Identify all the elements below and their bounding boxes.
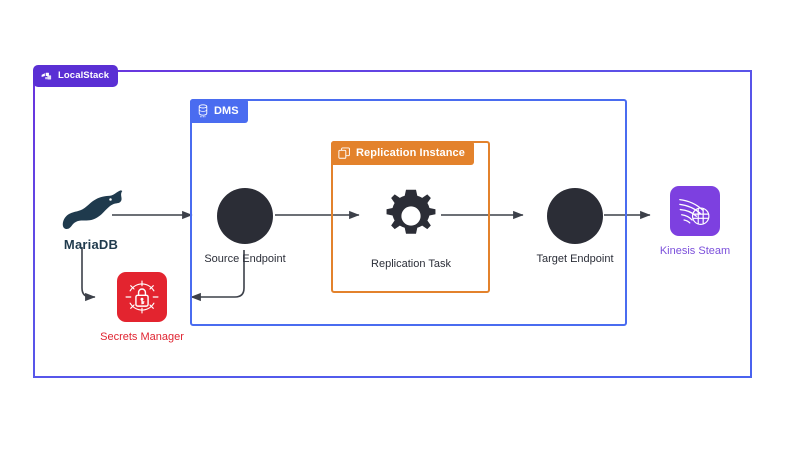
- filled-circle-icon: [547, 188, 603, 244]
- kinesis-label: Kinesis Steam: [659, 245, 731, 257]
- node-mariadb[interactable]: MariaDB: [45, 188, 137, 253]
- node-source-endpoint[interactable]: Source Endpoint: [199, 188, 291, 266]
- kinesis-data-streams-icon: [670, 186, 720, 236]
- node-replication-task[interactable]: Replication Task: [365, 188, 457, 271]
- dms-badge[interactable]: DMS: [190, 99, 248, 123]
- localstack-badge-label: LocalStack: [58, 70, 110, 82]
- node-secrets-manager[interactable]: Secrets Manager: [96, 272, 188, 344]
- filled-circle-icon: [217, 188, 273, 244]
- secrets-manager-label: Secrets Manager: [100, 331, 184, 343]
- mariadb-seal-logo-icon: [58, 188, 124, 235]
- target-endpoint-label: Target Endpoint: [536, 253, 614, 265]
- node-kinesis[interactable]: Kinesis Steam: [655, 186, 735, 258]
- source-endpoint-label: Source Endpoint: [204, 253, 286, 265]
- gear-icon: [383, 188, 439, 249]
- replication-task-label: Replication Task: [371, 258, 451, 270]
- replication-instance-badge[interactable]: Replication Instance: [331, 141, 474, 165]
- database-icon: [197, 104, 209, 118]
- secrets-manager-lock-icon: [117, 272, 167, 322]
- copy-icon: [338, 146, 351, 160]
- dms-container: [190, 99, 627, 326]
- dms-badge-label: DMS: [214, 104, 239, 117]
- mariadb-label: MariaDB: [63, 237, 119, 252]
- localstack-badge[interactable]: LocalStack: [33, 65, 119, 87]
- localstack-logo-icon: [40, 70, 53, 83]
- replication-instance-badge-label: Replication Instance: [356, 146, 465, 159]
- node-target-endpoint[interactable]: Target Endpoint: [529, 188, 621, 266]
